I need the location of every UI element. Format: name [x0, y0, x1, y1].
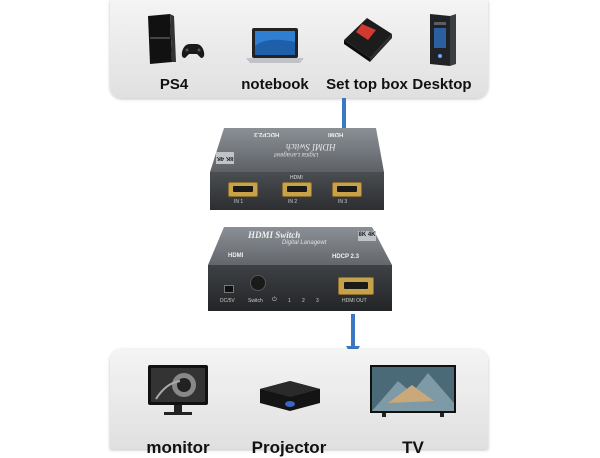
dc-power-port[interactable] — [224, 285, 234, 293]
tv-icon — [370, 365, 456, 417]
projector-icon — [260, 381, 320, 411]
desktop-tower-icon — [430, 14, 456, 66]
channel-3-indicator: 3 — [316, 298, 319, 304]
switch-ports-title: HDMI — [290, 175, 303, 181]
hdmi-in-port-2[interactable] — [282, 182, 312, 197]
port-label-in1: IN 1 — [234, 199, 244, 205]
display-monitor: monitor — [146, 363, 210, 457]
label-switch: Switch — [248, 298, 263, 304]
label-hdmi-out: HDMI OUT — [342, 298, 367, 304]
power-icon: ⏻ — [272, 296, 277, 303]
display-projector: Projector — [252, 363, 326, 457]
switch-top-badge: 8K 4K — [216, 155, 234, 161]
source-label-desktop: Desktop — [412, 76, 472, 93]
display-label-tv: TV — [402, 438, 424, 457]
source-notebook: notebook — [240, 10, 310, 100]
switch-button[interactable] — [250, 275, 266, 291]
hdmi-switch-input-side: HDMI Switch Digital Lanagewt HDCP2.3 HDM… — [206, 126, 392, 214]
switch-bottom-hdcp: HDCP 2.3 — [332, 254, 359, 260]
source-ps4: PS4 — [142, 10, 206, 100]
switch-bottom-brand: HDMI Switch — [248, 230, 301, 240]
ps4-console-icon — [148, 14, 205, 64]
hdmi-switch-output-side: HDMI Switch Digital Lanagewt 8K 4K HDMI … — [206, 225, 398, 315]
switch-bottom-hdmi-logo: HDMI — [228, 253, 244, 259]
source-label-notebook: notebook — [241, 76, 309, 93]
switch-bottom-script: Digital Lanagewt — [282, 240, 327, 246]
monitor-icon — [148, 365, 208, 415]
channel-2-indicator: 2 — [302, 298, 305, 304]
switch-top-script: Digital Lanagewt — [274, 151, 319, 157]
hdmi-in-port-3[interactable] — [332, 182, 362, 197]
channel-1-indicator: 1 — [288, 298, 291, 304]
label-dc5v: DC/5V — [220, 298, 235, 304]
set-top-box-icon — [344, 18, 392, 62]
source-desktop: Desktop — [412, 10, 472, 100]
hdmi-out-port[interactable] — [338, 277, 374, 295]
port-label-in3: IN 3 — [338, 199, 348, 205]
source-label-set-top-box: Set top box — [326, 76, 408, 93]
source-set-top-box: Set top box — [326, 10, 408, 100]
source-devices-panel: PS4 notebook Set top box Desktop — [110, 0, 488, 98]
switch-top-hdmi-logo: HDMI — [328, 131, 344, 137]
source-label-ps4: PS4 — [159, 76, 189, 93]
display-devices-panel: monitor Projector TV — [110, 349, 488, 457]
laptop-icon — [246, 28, 304, 63]
display-label-monitor: monitor — [146, 438, 210, 457]
display-tv: TV — [368, 363, 458, 457]
display-label-projector: Projector — [251, 438, 327, 457]
switch-bottom-badge: 8K 4K — [358, 232, 376, 238]
down-arrow-icon-output — [351, 314, 355, 348]
port-label-in2: IN 2 — [288, 199, 298, 205]
hdmi-in-port-1[interactable] — [228, 182, 258, 197]
switch-top-hdcp: HDCP2.3 — [254, 131, 280, 137]
